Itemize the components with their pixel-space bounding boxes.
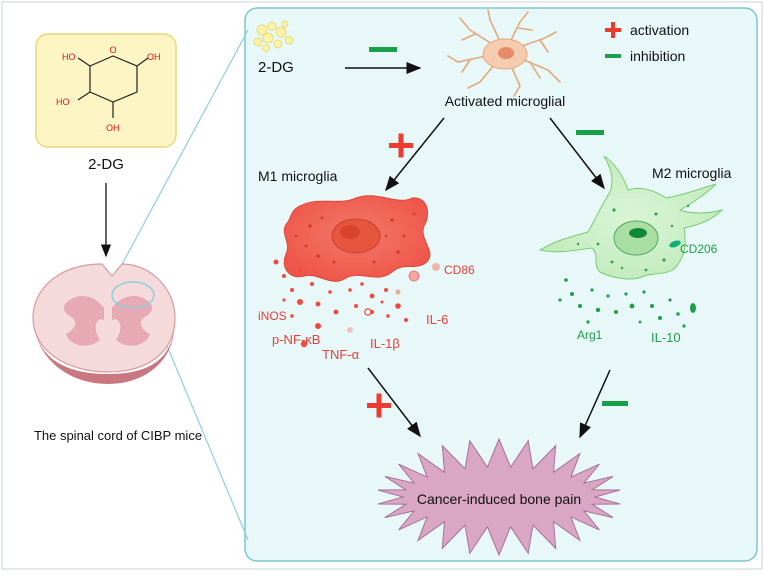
group-oh-right: OH [147,52,161,62]
inhibition-sign-drug [369,47,397,52]
legend-minus-icon [605,54,621,58]
marker-tnfa: TNF-α [322,347,360,362]
legend-activation-label: activation [630,22,689,38]
arrow-m1-to-pain [367,367,421,438]
activated-microglia-label: Activated microglial [445,93,566,109]
m2-microglia-cell [538,155,724,328]
marker-inos: iNOS [258,309,287,323]
spinal-cord-caption: The spinal cord of CIBP mice [34,428,202,443]
molecule-structure: O HO OH HO OH [35,33,177,148]
marker-il6: IL-6 [426,312,448,327]
pain-starburst [377,437,621,557]
zoom-region-circle [111,281,155,309]
activated-microglia-nucleus [498,47,514,59]
marker-arg1: Arg1 [577,328,603,342]
legend-inhibition-label: inhibition [630,48,685,64]
drug-label: 2-DG [258,59,294,76]
arrow-to-m2 [549,117,605,190]
pain-label: Cancer-induced bone pain [417,491,581,507]
m2-label: M2 microglia [652,165,732,181]
molecule-label: 2-DG [88,156,124,173]
spinal-cord-illustration [32,263,176,384]
arrow-m2-to-pain [579,369,611,439]
group-oh-bottom: OH [106,123,120,133]
mechanism-panel [244,7,758,562]
m1-label: M1 microglia [258,168,338,184]
m2-nucleus [613,220,659,256]
zoom-line-top [111,29,249,284]
group-ho-top: HO [62,52,76,62]
inhibition-sign-m2 [576,130,604,135]
marker-pnfkb: p-NF-κB [272,332,320,347]
legend: activation inhibition [605,22,689,64]
arrow-to-m1 [385,117,445,192]
marker-il1b: IL-1β [370,336,400,351]
marker-cd86: CD86 [444,263,475,277]
molecule-box [35,33,177,148]
inhibition-sign-pain [602,401,628,406]
marker-il10: IL-10 [651,330,681,345]
svg-text:O: O [109,45,116,55]
drug-particles-icon [253,20,294,52]
marker-cd206: CD206 [680,242,718,256]
group-ho-left: HO [56,97,70,107]
m1-microglia-cell [273,195,440,348]
